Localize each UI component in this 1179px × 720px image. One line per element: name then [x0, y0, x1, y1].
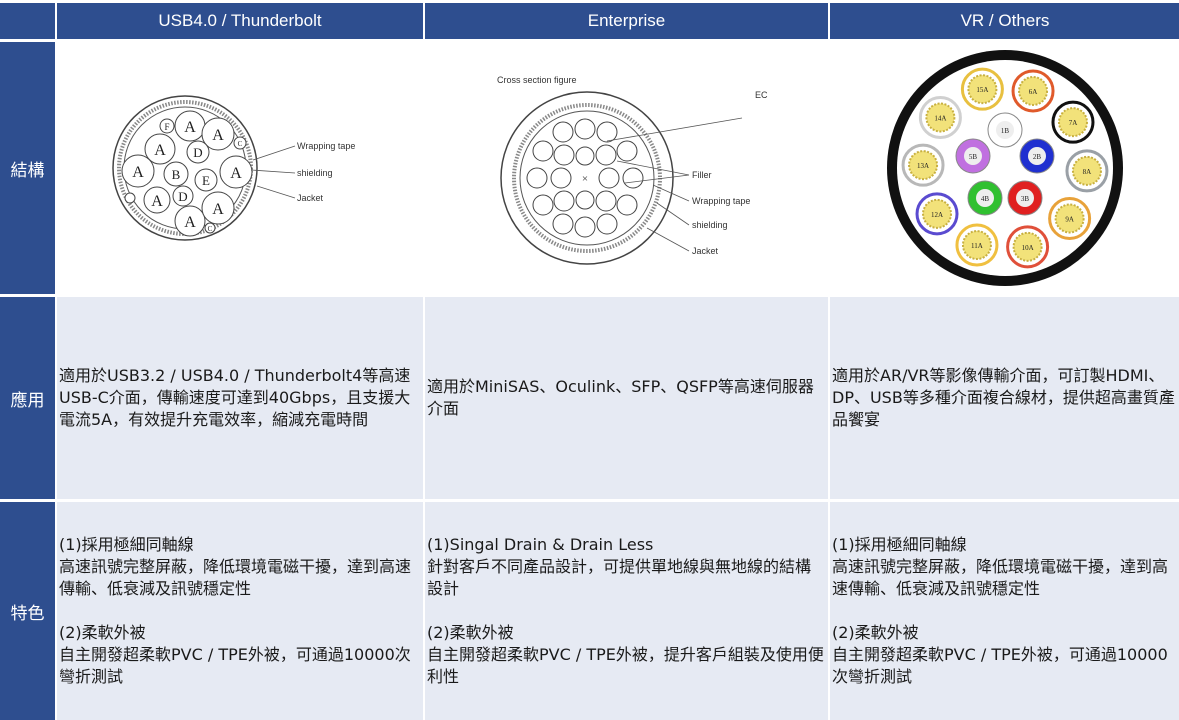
enterprise-label-filler: Filler: [692, 170, 712, 180]
vr-outer-core-label: 10A: [1022, 244, 1034, 252]
usb-core-label: F: [164, 122, 169, 132]
feature-1-title: (1)採用極細同軸線: [832, 535, 967, 554]
usb-core-label: D: [193, 145, 202, 160]
usb-label-shielding: shielding: [297, 168, 333, 178]
enterprise-figure-title: Cross section figure: [497, 75, 577, 85]
feature-2-body: 自主開發超柔軟PVC / TPE外被，可通過10000次彎折測試: [59, 645, 411, 686]
feature-1-body: 高速訊號完整屏蔽，降低環境電磁干擾，達到高速傳輸、低衰減及訊號穩定性: [832, 557, 1169, 598]
features-usb4: (1)採用極細同軸線 高速訊號完整屏蔽，降低環境電磁干擾，達到高速傳輸、低衰減及…: [57, 502, 423, 720]
vr-outer-core: 12A: [915, 192, 959, 236]
usb-core-label: D: [178, 189, 187, 204]
usb-core-label: A: [132, 164, 144, 181]
feature-1-title: (1)採用極細同軸線: [59, 535, 194, 554]
vr-cross-section-cell: 6A 7A 8A 9A 10A 11A 12A 13A 14A 15A 1B 2B 3B 4B 5B: [830, 42, 1179, 294]
application-usb4: 適用於USB3.2 / USB4.0 / Thunderbolt4等高速USB-…: [57, 297, 423, 499]
feature-2-title: (2)柔軟外被: [832, 623, 919, 642]
row-label-application: 應用: [0, 297, 55, 499]
application-usb4-text: 適用於USB3.2 / USB4.0 / Thunderbolt4等高速USB-…: [59, 366, 411, 429]
vr-outer-core: 14A: [918, 96, 962, 140]
usb-core-label: E: [202, 173, 210, 188]
usb-core-label: A: [184, 214, 196, 231]
vr-outer-core: 9A: [1048, 196, 1092, 240]
vr-inner-core-label: 2B: [1033, 153, 1042, 161]
row-label-structure: 結構: [0, 42, 55, 294]
usb-cross-section-cell: F A A A A D B A A E A D A C C Wrap: [57, 42, 423, 294]
feature-2-title: (2)柔軟外被: [427, 623, 514, 642]
application-enterprise: 適用於MiniSAS、Oculink、SFP、QSFP等高速伺服器介面: [425, 297, 828, 499]
features-vr: (1)採用極細同軸線 高速訊號完整屏蔽，降低環境電磁干擾，達到高速傳輸、低衰減及…: [830, 502, 1179, 720]
enterprise-corner-mark: EC: [755, 90, 768, 100]
vr-outer-core: 7A: [1051, 100, 1095, 144]
vr-inner-core: 4B: [967, 180, 1003, 216]
vr-inner-core-label: 4B: [981, 195, 990, 203]
vr-cross-section-figure: 6A 7A 8A 9A 10A 11A 12A 13A 14A 15A 1B 2B 3B 4B 5B: [887, 50, 1123, 286]
vr-outer-core-label: 11A: [971, 242, 983, 250]
header-vr: VR / Others: [830, 3, 1179, 39]
vr-outer-core: 11A: [955, 223, 999, 267]
usb-core-label: A: [184, 119, 196, 136]
vr-inner-core: 5B: [955, 138, 991, 174]
usb-core-label: A: [212, 201, 224, 218]
usb-label-wrapping-tape: Wrapping tape: [297, 141, 355, 151]
vr-outer-core-label: 12A: [931, 211, 943, 219]
usb-core-label: A: [154, 142, 166, 159]
usb-core-label: A: [212, 127, 224, 144]
header-usb4: USB4.0 / Thunderbolt: [57, 3, 423, 39]
application-enterprise-text: 適用於MiniSAS、Oculink、SFP、QSFP等高速伺服器介面: [427, 377, 814, 418]
usb-core-label: A: [151, 193, 163, 210]
application-vr-text: 適用於AR/VR等影像傳輸介面，可訂製HDMI、DP、USB等多種介面複合線材，…: [832, 366, 1175, 429]
vr-outer-core-label: 13A: [917, 162, 929, 170]
feature-1-title: (1)Singal Drain & Drain Less: [427, 535, 654, 554]
vr-inner-core-label: 5B: [969, 153, 978, 161]
vr-outer-core: 6A: [1011, 69, 1055, 113]
vr-inner-core: 3B: [1007, 180, 1043, 216]
feature-1-body: 高速訊號完整屏蔽，降低環境電磁干擾，達到高速傳輸、低衰減及訊號穩定性: [59, 557, 412, 598]
enterprise-label-wrapping-tape: Wrapping tape: [692, 196, 750, 206]
usb-core-label: A: [230, 165, 242, 182]
svg-text:×: ×: [581, 173, 587, 185]
enterprise-label-jacket: Jacket: [692, 246, 719, 256]
vr-inner-core-label: 1B: [1001, 127, 1010, 135]
vr-outer-core: 15A: [960, 67, 1004, 111]
feature-2-body: 自主開發超柔軟PVC / TPE外被，可通過10000次彎折測試: [832, 645, 1168, 686]
feature-1-body: 針對客戶不同產品設計，可提供單地線與無地線的結構設計: [427, 557, 812, 598]
usb-cross-section-figure: F A A A A D B A A E A D A C C Wrap: [112, 95, 355, 241]
vr-inner-core: 1B: [987, 112, 1023, 148]
features-enterprise: (1)Singal Drain & Drain Less 針對客戶不同產品設計，…: [425, 502, 828, 720]
vr-outer-core: 13A: [901, 143, 945, 187]
vr-outer-core: 8A: [1065, 149, 1109, 193]
vr-outer-core-label: 7A: [1069, 119, 1078, 127]
vr-outer-core-label: 15A: [976, 86, 988, 94]
enterprise-cross-section-figure: Cross section figure EC ×: [497, 75, 768, 265]
vr-outer-core-label: 8A: [1083, 168, 1092, 176]
usb-core-label: C: [208, 225, 213, 233]
enterprise-cross-section-cell: Cross section figure EC ×: [425, 42, 828, 294]
usb-core-label: C: [238, 140, 243, 148]
enterprise-label-shielding: shielding: [692, 220, 728, 230]
row-label-features: 特色: [0, 502, 55, 720]
feature-2-body: 自主開發超柔軟PVC / TPE外被，提升客戶組裝及使用便利性: [427, 645, 824, 686]
usb-core-label: B: [172, 167, 181, 182]
vr-inner-core-label: 3B: [1021, 195, 1030, 203]
table-corner: [0, 3, 55, 39]
vr-inner-core: 2B: [1019, 138, 1055, 174]
header-enterprise: Enterprise: [425, 3, 828, 39]
application-vr: 適用於AR/VR等影像傳輸介面，可訂製HDMI、DP、USB等多種介面複合線材，…: [830, 297, 1179, 499]
vr-outer-core: 10A: [1006, 225, 1050, 269]
usb-label-jacket: Jacket: [297, 193, 324, 203]
vr-outer-core-label: 6A: [1029, 88, 1038, 96]
vr-outer-core-label: 9A: [1065, 215, 1074, 223]
vr-outer-core-label: 14A: [934, 115, 946, 123]
feature-2-title: (2)柔軟外被: [59, 623, 146, 642]
